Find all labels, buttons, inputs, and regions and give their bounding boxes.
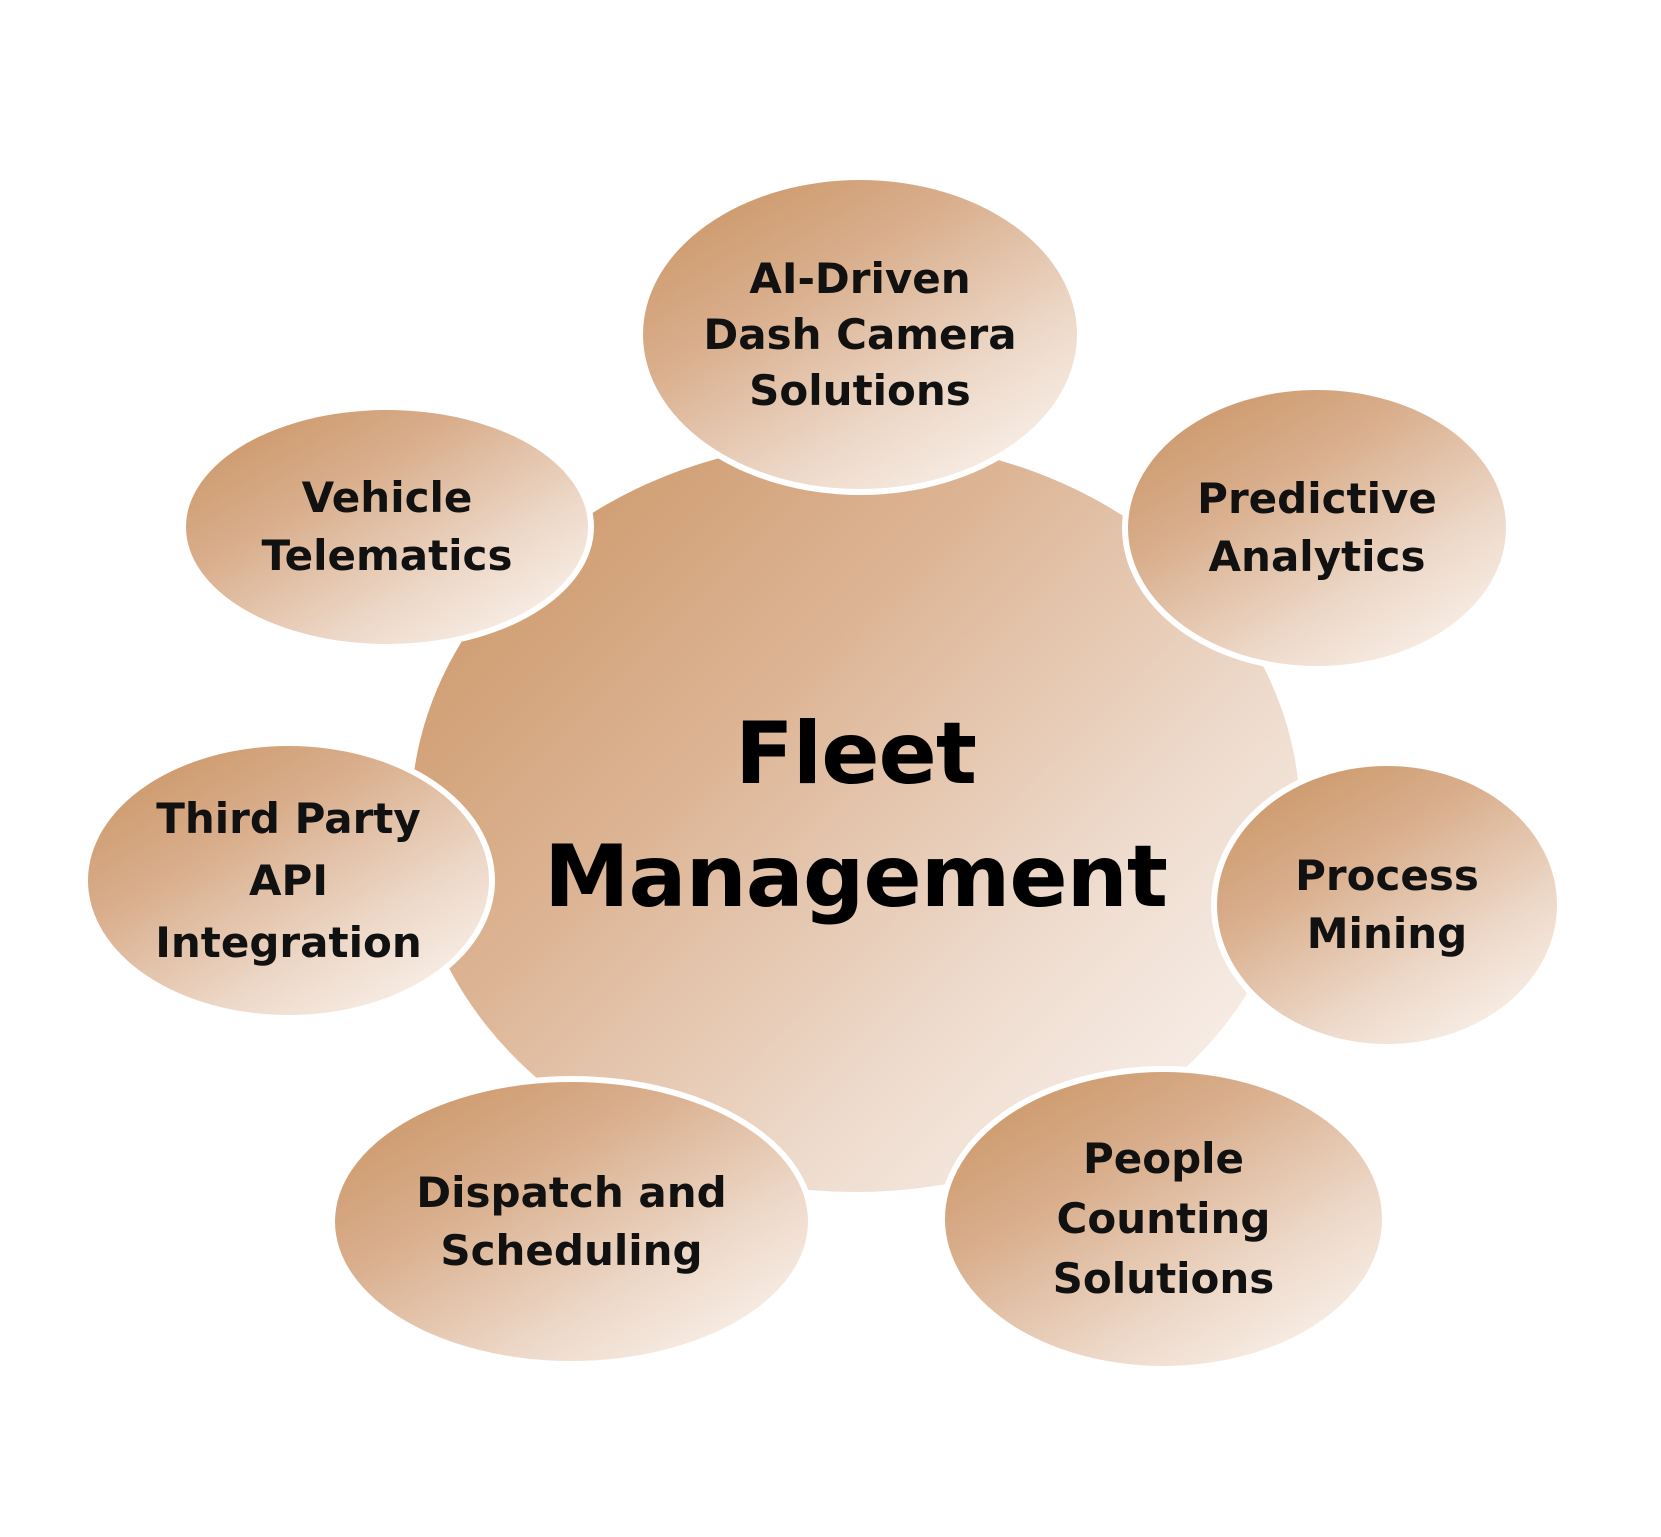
center-hub-label: Fleet Management [543,704,1168,927]
node-process-mining-label: Process Mining [1295,851,1479,958]
node-third-party-api-label: Third Party API Integration [155,793,422,967]
node-third-party-api: Third Party API Integration [82,740,495,1021]
node-dispatch-scheduling: Dispatch and Scheduling [329,1076,814,1367]
node-predictive-analytics: Predictive Analytics [1122,384,1512,672]
node-predictive-analytics-label: Predictive Analytics [1197,474,1437,581]
node-process-mining: Process Mining [1211,760,1563,1050]
node-people-counting: People Counting Solutions [939,1066,1388,1372]
node-dispatch-scheduling-label: Dispatch and Scheduling [416,1167,727,1275]
node-people-counting-label: People Counting Solutions [1052,1134,1275,1303]
node-ai-dash-camera-label: AI-Driven Dash Camera Solutions [703,253,1017,415]
node-ai-dash-camera: AI-Driven Dash Camera Solutions [637,174,1083,495]
node-vehicle-telematics: Vehicle Telematics [180,404,594,650]
node-vehicle-telematics-label: Vehicle Telematics [261,473,513,580]
